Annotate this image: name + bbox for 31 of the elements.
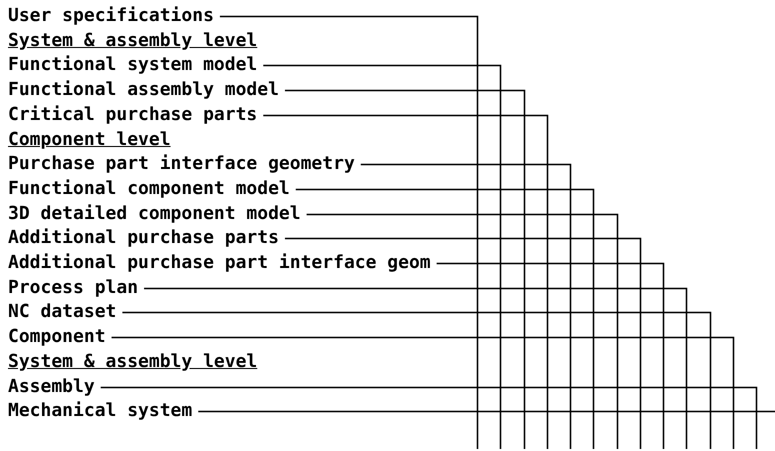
item-label: Functional system model [8,55,258,76]
leader-line [198,410,775,412]
item-label: Critical purchase parts [8,104,258,125]
item-label: NC dataset [8,302,116,322]
section-heading: Component level [8,130,171,150]
item-label: User specifications [8,6,214,26]
leader-line [144,288,688,449]
section-heading: System & assembly level [8,30,258,51]
item-label: Functional component model [8,178,290,199]
item-label: Process plan [8,278,138,298]
leader-line [360,164,572,449]
leader-line [284,90,526,449]
item-label: Functional assembly model [8,80,279,100]
leader-line [112,336,734,449]
item-label: Assembly [8,376,95,396]
item-label: Purchase part interface geometry [8,154,355,174]
leader-line [284,238,642,449]
leader-line [436,262,664,449]
leader-line [100,386,758,449]
item-label: Additional purchase part interface geom [8,253,431,273]
leader-line [220,16,478,449]
item-label: Mechanical system [8,401,192,422]
leader-line [306,214,618,449]
item-label: Component [8,327,106,348]
item-label: Additional purchase parts [8,228,279,248]
leader-line [296,188,594,449]
leader-line [263,64,502,449]
item-label: 3D detailed component model [8,204,301,224]
leader-line [263,114,548,449]
section-heading: System & assembly level [8,352,258,372]
leader-line [122,312,712,449]
